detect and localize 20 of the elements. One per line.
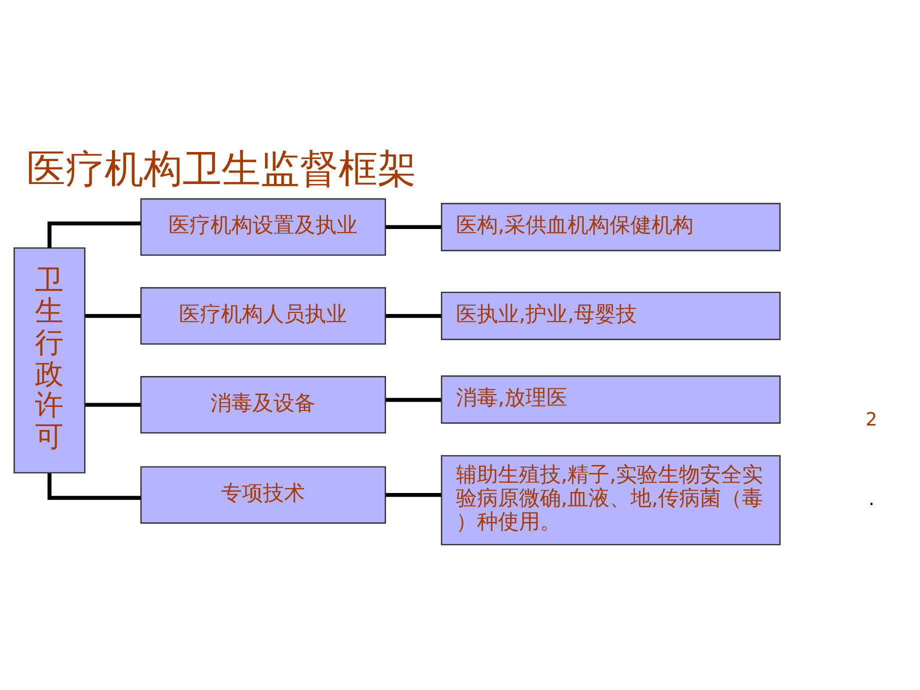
connector (385, 225, 441, 230)
label: . (868, 489, 874, 510)
diagram-title: 医疗机构卫生监督框架 (26, 146, 416, 192)
label: 2 (865, 409, 877, 430)
node-box: 医疗机构设置及执业 (140, 198, 386, 256)
connector (84, 314, 140, 318)
connector (84, 402, 140, 407)
connector (385, 398, 441, 402)
node-box: 辅助生殖技,精子,实验生物安全实验病原微确,血液、地,传病菌（毒）种使用。 (440, 455, 780, 546)
node-box: 医疗机构人员执业 (140, 287, 386, 345)
connector (47, 222, 140, 248)
node-box: 专项技术 (140, 466, 386, 524)
node-box: 医构,采供血机构保健机构 (440, 202, 780, 252)
node-box: 卫生行政许可 (13, 247, 85, 474)
connector (385, 493, 441, 497)
node-box: 消毒及设备 (140, 376, 386, 434)
connector (47, 473, 140, 500)
node-box: 消毒,放理医 (440, 375, 780, 424)
connector (385, 314, 441, 318)
node-box: 医执业,护业,母婴技 (440, 292, 780, 340)
